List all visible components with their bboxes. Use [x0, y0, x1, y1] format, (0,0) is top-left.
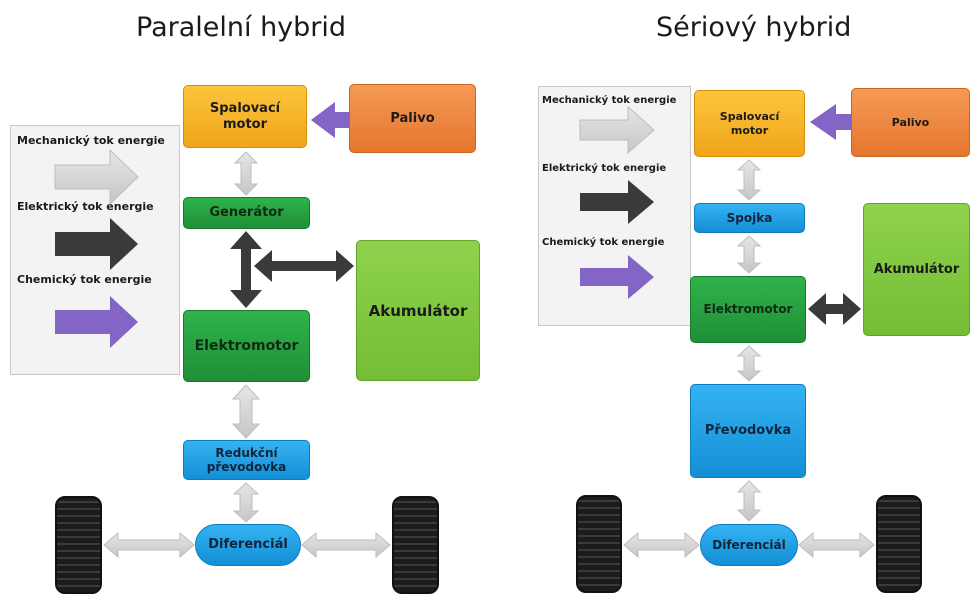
left-engine-generator-arrow [233, 151, 259, 196]
right-differential-box: Diferenciál [700, 524, 798, 566]
left-wheel-right [392, 496, 439, 594]
left-reduction-gearbox-box: Redukční převodovka [183, 440, 310, 480]
right-gearbox-box: Převodovka [690, 384, 806, 478]
left-diagram-title: Paralelní hybrid [136, 12, 347, 43]
right-legend-electrical-label: Elektrický tok energie [542, 163, 667, 174]
left-fuel-box: Palivo [349, 84, 476, 153]
right-electric-motor-box: Elektromotor [690, 276, 806, 343]
right-legend-electrical-arrow [580, 180, 654, 224]
left-motor-reduction-arrow [231, 384, 261, 439]
left-wheel-left [55, 496, 102, 594]
right-wheel-left [576, 495, 622, 593]
left-wheel-right-axle-arrow [301, 531, 391, 559]
left-reduction-differential-arrow [232, 482, 260, 523]
left-legend-mechanical-label: Mechanický tok energie [17, 134, 165, 147]
left-legend-electrical-label: Elektrický tok energie [17, 200, 154, 213]
right-clutch-box: Spojka [694, 203, 805, 233]
left-legend-mechanical-arrow [54, 148, 139, 206]
left-legend-chemical-label: Chemický tok energie [17, 273, 152, 286]
right-engine-clutch-arrow [736, 159, 762, 201]
right-wheel-right-axle-arrow [798, 531, 875, 559]
right-legend-mechanical-arrow [579, 105, 655, 155]
right-fuel-box: Palivo [851, 88, 970, 157]
right-gearbox-differential-arrow [736, 480, 762, 522]
left-junction-battery-arrow [254, 250, 354, 282]
right-wheel-right [876, 495, 922, 593]
right-battery-box: Akumulátor [863, 203, 970, 336]
left-legend-chemical-arrow [55, 296, 138, 348]
left-fuel-to-engine-arrow [311, 102, 349, 138]
left-differential-box: Diferenciál [195, 524, 301, 566]
left-combustion-engine-box: Spalovací motor [183, 85, 307, 148]
left-electric-motor-box: Elektromotor [183, 310, 310, 382]
right-motor-battery-arrow [808, 293, 861, 325]
right-diagram-title: Sériový hybrid [656, 12, 852, 43]
right-wheel-left-axle-arrow [623, 531, 700, 559]
left-battery-box: Akumulátor [356, 240, 480, 381]
left-generator-motor-arrow [230, 231, 262, 308]
right-legend-mechanical-label: Mechanický tok energie [542, 95, 677, 106]
right-combustion-engine-box: Spalovací motor [694, 90, 805, 157]
left-legend-electrical-arrow [55, 218, 138, 270]
left-wheel-left-axle-arrow [103, 531, 195, 559]
right-fuel-to-engine-arrow [810, 104, 851, 140]
right-legend-chemical-label: Chemický tok energie [542, 237, 665, 248]
left-generator-box: Generátor [183, 197, 310, 229]
right-motor-gearbox-arrow [736, 345, 762, 382]
right-clutch-motor-arrow [736, 235, 762, 274]
right-legend-chemical-arrow [580, 255, 654, 299]
